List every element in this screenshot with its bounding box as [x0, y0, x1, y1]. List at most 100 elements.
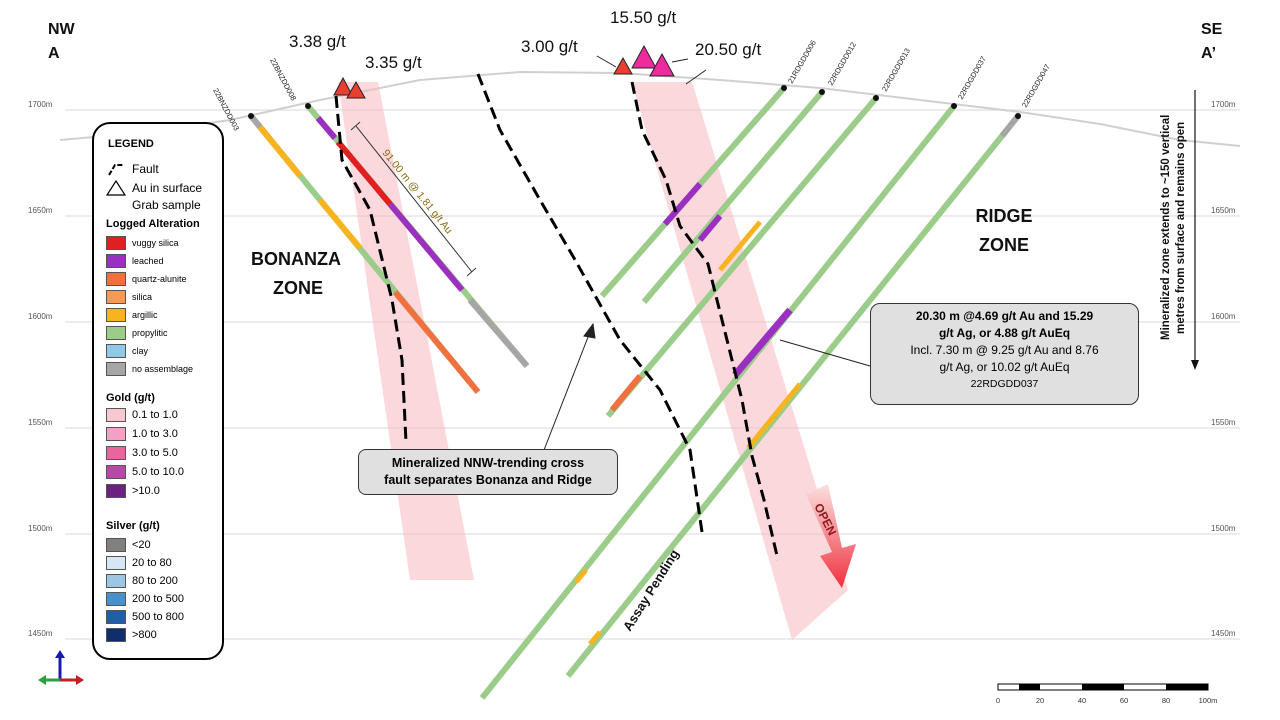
legend-item-label: 500 to 800	[132, 611, 184, 623]
legend-swatch	[106, 538, 126, 552]
scale-labels: 0 20 40 60 80 100m	[996, 696, 1217, 705]
legend-item: clay	[106, 344, 148, 358]
hole-label: 22RDGDD037	[956, 55, 988, 101]
ridge-intercept-callout: 20.30 m @4.69 g/t Au and 15.29 g/t Ag, o…	[870, 303, 1139, 405]
hole-collars	[248, 85, 1021, 119]
legend-au: Au in surface	[106, 180, 202, 196]
legend-title: LEGEND	[108, 138, 154, 150]
legend-item-label: clay	[132, 346, 149, 356]
legend-swatch	[106, 408, 126, 422]
hole-label: 22RDGDD013	[880, 47, 912, 93]
legend-item: 500 to 800	[106, 610, 184, 624]
legend-item: 0.1 to 1.0	[106, 408, 178, 422]
scale-tick: 0	[996, 696, 1000, 705]
legend-swatch	[106, 556, 126, 570]
legend-item-label: >800	[132, 629, 157, 641]
legend-item-label: no assemblage	[132, 364, 194, 374]
legend-item-label: 200 to 500	[132, 593, 184, 605]
elev-label: 1650m	[28, 206, 53, 215]
legend-item: 1.0 to 3.0	[106, 427, 178, 441]
legend-swatch	[106, 592, 126, 606]
elev-label: 1450m	[1211, 629, 1236, 638]
legend-item-label: >10.0	[132, 485, 160, 497]
grab-samples	[333, 44, 675, 99]
elevation-labels-left: 1700m 1650m 1600m 1550m 1500m 1450m	[28, 100, 53, 638]
grab-label: 3.00 g/t	[521, 37, 578, 56]
elev-label: 1700m	[1211, 100, 1236, 109]
elevation-grid	[65, 109, 1240, 640]
ridge-callout-line-4: g/t Ag, or 10.02 g/t AuEq	[939, 360, 1070, 374]
hole-label: 22RDGDD047	[1020, 63, 1052, 109]
legend-item: 3.0 to 5.0	[106, 446, 178, 460]
legend-item-label: 5.0 to 10.0	[132, 466, 184, 478]
ridge-callout-line-3: Incl. 7.30 m @ 9.25 g/t Au and 8.76	[910, 343, 1099, 357]
legend-swatch	[106, 254, 126, 268]
elev-label: 1700m	[28, 100, 53, 109]
scale-tick: 100m	[1199, 696, 1218, 705]
grab-label: 15.50 g/t	[610, 8, 676, 27]
legend-alteration-title: Logged Alteration	[106, 218, 200, 230]
open-arrow	[806, 484, 856, 588]
intercept-bracket	[350, 121, 477, 277]
grab-label: 3.35 g/t	[365, 53, 422, 72]
side-note-arrow	[1191, 90, 1199, 370]
elev-label: 1600m	[28, 312, 53, 321]
zone-labels: BONANZA ZONE RIDGE ZONE	[251, 206, 1033, 298]
elev-label: 1650m	[1211, 206, 1236, 215]
bonanza-zone-label: BONANZA	[251, 249, 341, 269]
legend-item-label: vuggy silica	[132, 238, 179, 248]
legend-swatch	[106, 308, 126, 322]
ridge-callout-line-1: 20.30 m @4.69 g/t Au and 15.29	[915, 309, 1094, 323]
hole-label: 22RDGDD012	[826, 41, 858, 87]
elev-label: 1550m	[1211, 418, 1236, 427]
orientation-axes-icon	[38, 650, 84, 685]
legend-gold-title: Gold (g/t)	[106, 392, 155, 404]
fault-callout: Mineralized NNW-trending cross fault sep…	[358, 449, 618, 495]
legend-item: vuggy silica	[106, 236, 179, 250]
legend-swatch	[106, 574, 126, 588]
scale-tick: 40	[1078, 696, 1086, 705]
fault-callout-line-1: Mineralized NNW-trending cross	[391, 456, 585, 470]
legend-item-label: 0.1 to 1.0	[132, 409, 178, 421]
legend-swatch	[106, 326, 126, 340]
hole-label: 22BNZDD008	[268, 57, 298, 102]
legend-item: 200 to 500	[106, 592, 184, 606]
legend-item: 5.0 to 10.0	[106, 465, 184, 479]
elev-label: 1500m	[28, 524, 53, 533]
fault-icon	[108, 164, 123, 176]
side-note-line-2: metres from surface and remains open	[1175, 122, 1187, 334]
section-ends: NW A SE A’	[48, 21, 1223, 62]
legend-item: argillic	[106, 308, 158, 322]
grab-sample-labels: 3.38 g/t 3.35 g/t 3.00 g/t 15.50 g/t 20.…	[289, 8, 761, 72]
legend-item: propylitic	[106, 326, 168, 340]
legend-item-label: propylitic	[132, 328, 168, 338]
elev-label: 1550m	[28, 418, 53, 427]
legend-item-label: argillic	[132, 310, 158, 320]
legend-item-label: leached	[132, 256, 164, 266]
callout-leaders	[543, 322, 871, 451]
corner-a: A	[48, 45, 60, 62]
legend-item-label: 1.0 to 3.0	[132, 428, 178, 440]
legend-item: leached	[106, 254, 164, 268]
legend-au-label: Au in surface	[132, 181, 203, 195]
hole-label: 21RDGDD006	[786, 39, 818, 85]
scale-bar	[997, 683, 1209, 691]
legend-item: quartz-alunite	[106, 272, 187, 286]
legend-item-label: <20	[132, 539, 151, 551]
legend-swatch	[106, 290, 126, 304]
drill-holes	[248, 86, 1021, 700]
grab-label: 20.50 g/t	[695, 40, 761, 59]
grab-label: 3.38 g/t	[289, 32, 346, 51]
elevation-labels-right: 1700m 1650m 1600m 1550m 1500m 1450m	[1211, 100, 1236, 638]
legend-item: 20 to 80	[106, 556, 172, 570]
elev-label: 1600m	[1211, 312, 1236, 321]
scale-tick: 80	[1162, 696, 1170, 705]
ridge-zone-label: ZONE	[979, 235, 1029, 255]
assay-pending-label: Assay Pending	[620, 547, 682, 634]
elev-label: 1500m	[1211, 524, 1236, 533]
corner-a-prime: A’	[1201, 45, 1216, 62]
legend: LEGEND Fault Au in surface Grab sample L…	[92, 122, 224, 660]
legend-item: no assemblage	[106, 362, 193, 376]
legend-item-label: 20 to 80	[132, 557, 172, 569]
